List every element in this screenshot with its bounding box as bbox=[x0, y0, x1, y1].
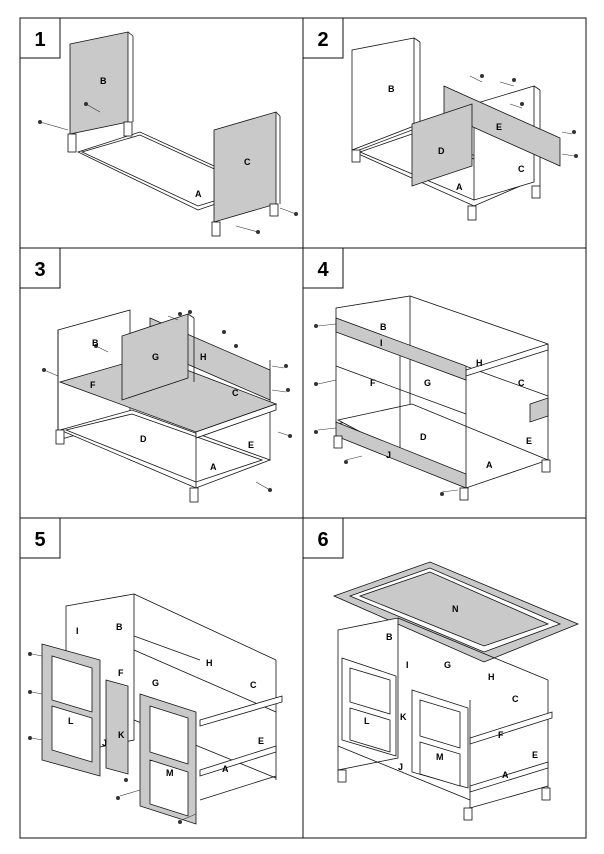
step-6-label-j: J bbox=[398, 762, 403, 772]
step-5-label-j: J bbox=[102, 738, 107, 748]
step-1-number: 1 bbox=[34, 29, 45, 51]
step-3-label-h: H bbox=[200, 352, 207, 362]
step-1-label-a: A bbox=[195, 189, 202, 199]
step-6-number: 6 bbox=[317, 529, 328, 551]
step-5-number: 5 bbox=[34, 529, 45, 551]
step-4-label-h: H bbox=[476, 358, 483, 368]
step-3-panel: 3 B G H F C D E A bbox=[19, 247, 292, 503]
step-2-panel: 2 B E D C A bbox=[302, 17, 578, 221]
step-3-label-e: E bbox=[248, 440, 254, 450]
step-1-label-b: B bbox=[100, 76, 107, 86]
step-5-label-e: E bbox=[258, 736, 264, 746]
step-4-label-c: C bbox=[518, 378, 525, 388]
step-4-label-f: F bbox=[370, 378, 376, 388]
step-6-label-c: C bbox=[512, 694, 519, 704]
step-5-label-c: C bbox=[250, 680, 257, 690]
step-6-label-g: G bbox=[444, 660, 451, 670]
step-4-label-e: E bbox=[526, 436, 532, 446]
step-4-panel: 4 B I H F G C D E J A bbox=[302, 247, 551, 501]
step-6-label-h: H bbox=[488, 672, 495, 682]
step-5-label-f: F bbox=[118, 668, 124, 678]
step-3-label-c: C bbox=[232, 388, 239, 398]
step-4-number: 4 bbox=[317, 259, 329, 281]
step-1-label-c: C bbox=[244, 157, 251, 167]
step-3-label-d: D bbox=[140, 434, 147, 444]
step-5-label-m: M bbox=[166, 768, 174, 778]
step-4-label-g: G bbox=[424, 378, 431, 388]
step-3-number: 3 bbox=[34, 259, 45, 281]
step-6-label-b: B bbox=[386, 632, 393, 642]
step-5-label-h: H bbox=[206, 658, 213, 668]
step-5-label-i: I bbox=[76, 626, 79, 636]
step-3-label-f: F bbox=[90, 380, 96, 390]
step-4-label-j: J bbox=[386, 450, 391, 460]
step-3-label-a: A bbox=[210, 462, 217, 472]
step-2-label-d: D bbox=[438, 146, 445, 156]
step-4-label-b: B bbox=[380, 322, 387, 332]
step-6-label-i: I bbox=[406, 660, 409, 670]
step-2-label-c: C bbox=[518, 164, 525, 174]
step-5-panel: 5 I B H F G C L K J E bbox=[19, 517, 283, 825]
step-5-label-k: K bbox=[118, 730, 125, 740]
step-6-label-e: E bbox=[532, 750, 538, 760]
step-2-label-e: E bbox=[496, 122, 502, 132]
step-1-panel: 1 B C A bbox=[19, 17, 298, 237]
step-4-label-d: D bbox=[420, 432, 427, 442]
step-6-label-k: K bbox=[400, 712, 407, 722]
step-6-label-m: M bbox=[436, 752, 444, 762]
step-2-number: 2 bbox=[317, 29, 328, 51]
step-3-label-g: G bbox=[152, 352, 159, 362]
step-6-label-n: N bbox=[452, 604, 459, 614]
step-4-label-a: A bbox=[486, 460, 493, 470]
step-5-label-a: A bbox=[222, 764, 229, 774]
step-6-label-f: F bbox=[498, 730, 504, 740]
step-6-panel: 6 N B I G H C L K F E M J A bbox=[302, 517, 580, 821]
step-2-label-a: A bbox=[456, 182, 463, 192]
step-5-label-b: B bbox=[116, 622, 123, 632]
step-6-label-a: A bbox=[502, 770, 509, 780]
step-2-label-b: B bbox=[388, 84, 395, 94]
step-3-label-b: B bbox=[92, 338, 99, 348]
step-4-label-i: I bbox=[380, 338, 383, 348]
step-5-label-g: G bbox=[152, 678, 159, 688]
step-6-label-l: L bbox=[364, 716, 370, 726]
step-5-label-l: L bbox=[68, 716, 74, 726]
